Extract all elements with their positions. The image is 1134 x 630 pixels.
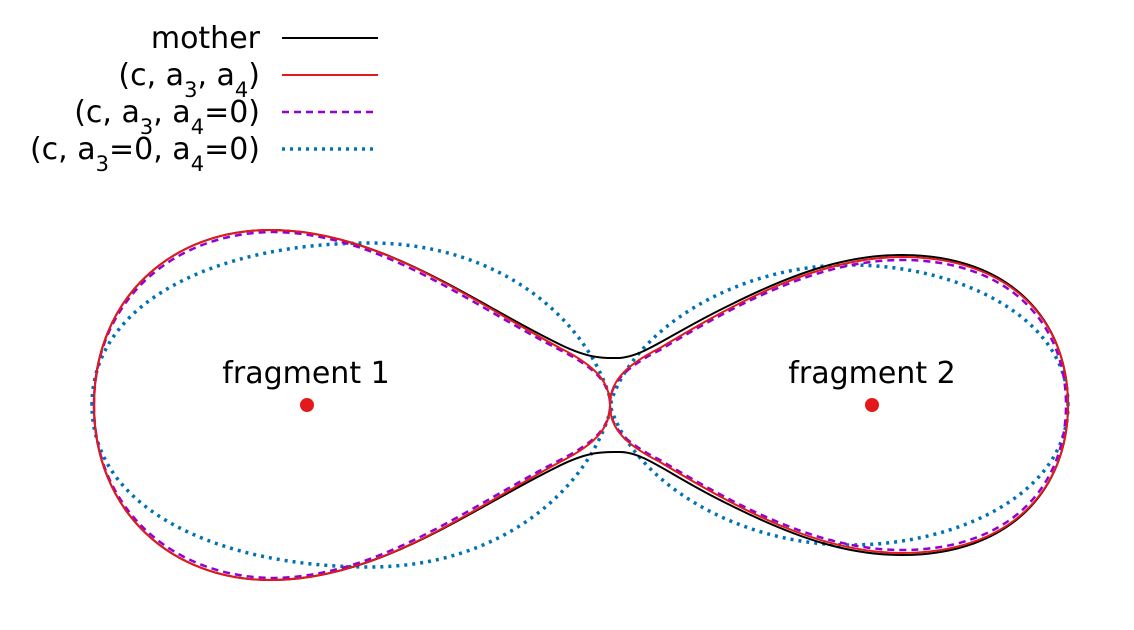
fragment-2-label: fragment 2 <box>788 356 955 391</box>
shape-curves <box>90 228 1070 582</box>
fragment-2-marker <box>865 398 879 412</box>
legend: mother(c, a3, a4)(c, a3, a4=0)(c, a3=0, … <box>30 21 378 176</box>
curve-a4zero <box>92 230 1068 580</box>
fragment-1-marker <box>300 398 314 412</box>
legend-label-a4zero: (c, a3, a4=0) <box>74 95 260 139</box>
curve-full <box>92 228 1070 582</box>
curve-mother <box>92 228 1070 582</box>
legend-label-full: (c, a3, a4) <box>118 58 260 102</box>
fragment-1-label: fragment 1 <box>222 356 389 391</box>
legend-label-mother: mother <box>151 21 261 56</box>
legend-label-a3a4zero: (c, a3=0, a4=0) <box>30 132 260 176</box>
curve-a3a4zero <box>90 241 1070 569</box>
fragment-markers: fragment 1 fragment 2 <box>222 356 956 412</box>
